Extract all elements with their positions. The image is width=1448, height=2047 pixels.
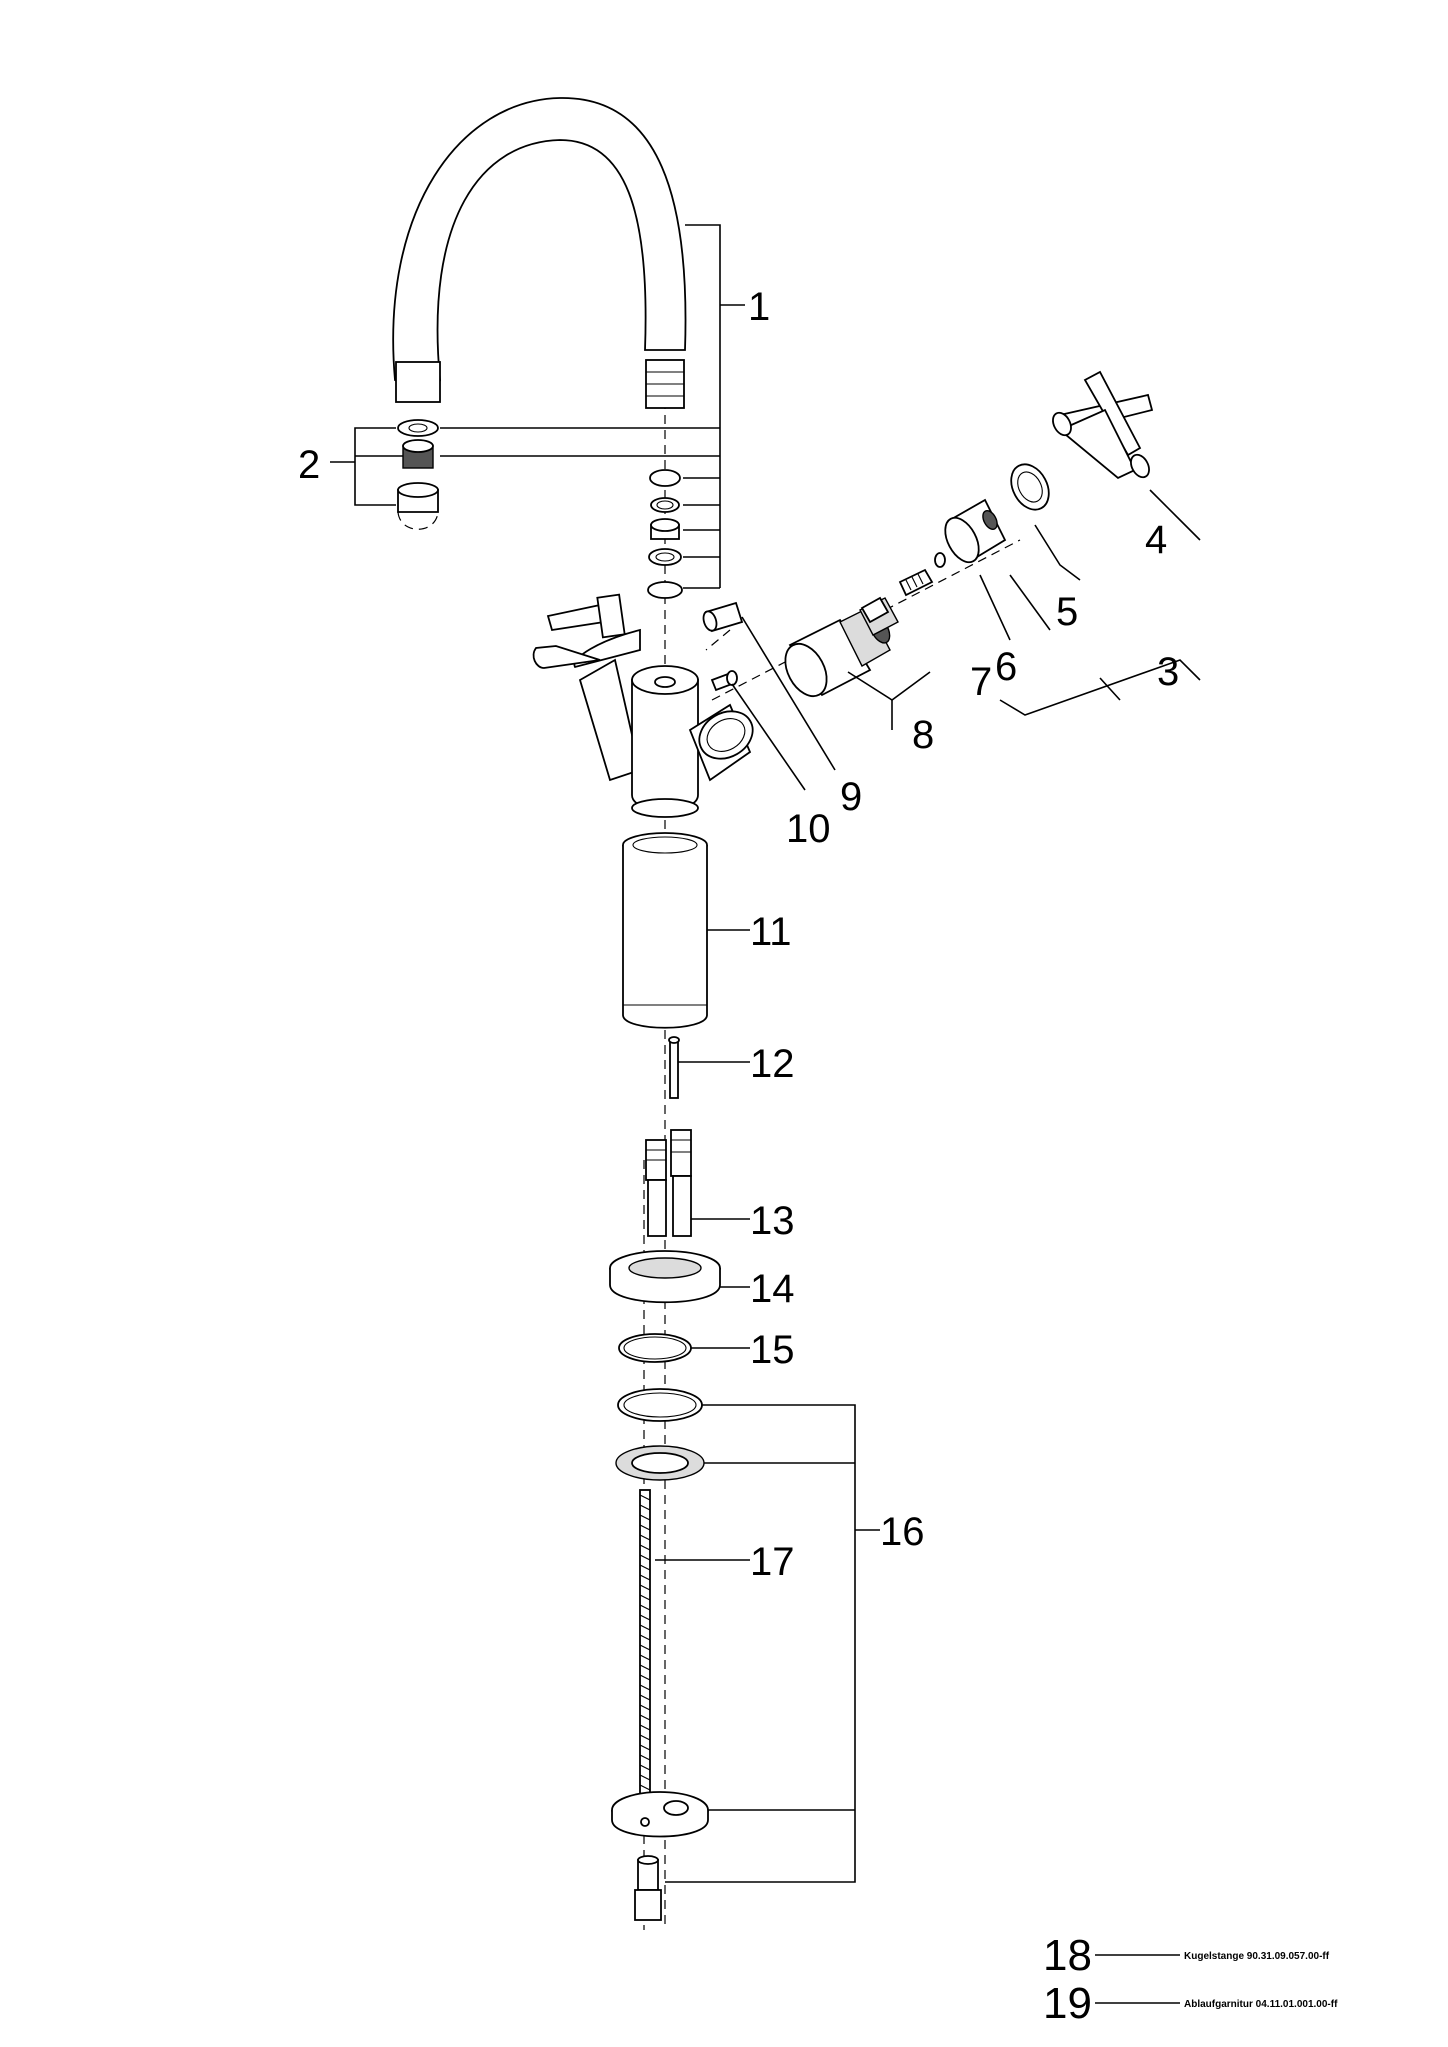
leader-16 (665, 1404, 880, 1883)
threaded-rod (639, 1489, 651, 1811)
small-rod (668, 1036, 680, 1099)
label-1: 1 (748, 285, 770, 329)
label-14: 14 (750, 1267, 795, 1311)
label-7: 7 (970, 660, 992, 704)
label-4: 4 (1145, 518, 1167, 562)
leader-10 (731, 683, 806, 791)
aerator-group (397, 419, 439, 530)
leader-2 (330, 427, 403, 506)
label-11: 11 (750, 910, 792, 954)
sleeve (622, 832, 708, 1029)
label-8: 8 (912, 713, 934, 757)
leader-8 (847, 671, 931, 701)
label-15: 15 (750, 1328, 795, 1372)
label-9: 9 (840, 775, 862, 819)
washer (615, 1445, 705, 1481)
rosette (1010, 463, 1050, 511)
leader-group-3 (979, 489, 1201, 716)
gasket-upper (617, 1388, 703, 1422)
label-13: 13 (750, 1199, 795, 1243)
reference-18-text: Kugelstange 90.31.09.057.00-ff (1184, 1951, 1330, 1962)
cap-nut (944, 498, 1007, 564)
pin (702, 601, 744, 633)
reference-19-text: Ablaufgarnitur 04.11.01.001.00-ff (1184, 1999, 1338, 2010)
clamp-plate (611, 1791, 709, 1838)
supply-hoses (645, 1129, 692, 1237)
spindle (898, 552, 946, 597)
leader-9 (741, 616, 836, 771)
base-flange (609, 1250, 721, 1304)
o-ring (618, 1333, 692, 1363)
spout (392, 97, 687, 409)
cross-handle (1052, 370, 1154, 480)
spout-rings (647, 469, 683, 599)
bottom-nut (634, 1855, 662, 1921)
label-17: 17 (750, 1540, 795, 1584)
cartridge (784, 596, 899, 698)
label-5: 5 (1056, 590, 1078, 634)
pin-axis (705, 629, 731, 651)
label-18: 18 (1043, 1931, 1092, 1980)
label-6: 6 (995, 645, 1017, 689)
leader-1 (440, 224, 745, 589)
label-2: 2 (298, 443, 320, 487)
valve-body (532, 593, 754, 818)
label-10: 10 (786, 807, 831, 851)
label-3: 3 (1157, 650, 1179, 694)
label-19: 19 (1043, 1979, 1092, 2028)
label-16: 16 (880, 1510, 925, 1554)
label-12: 12 (750, 1042, 795, 1086)
